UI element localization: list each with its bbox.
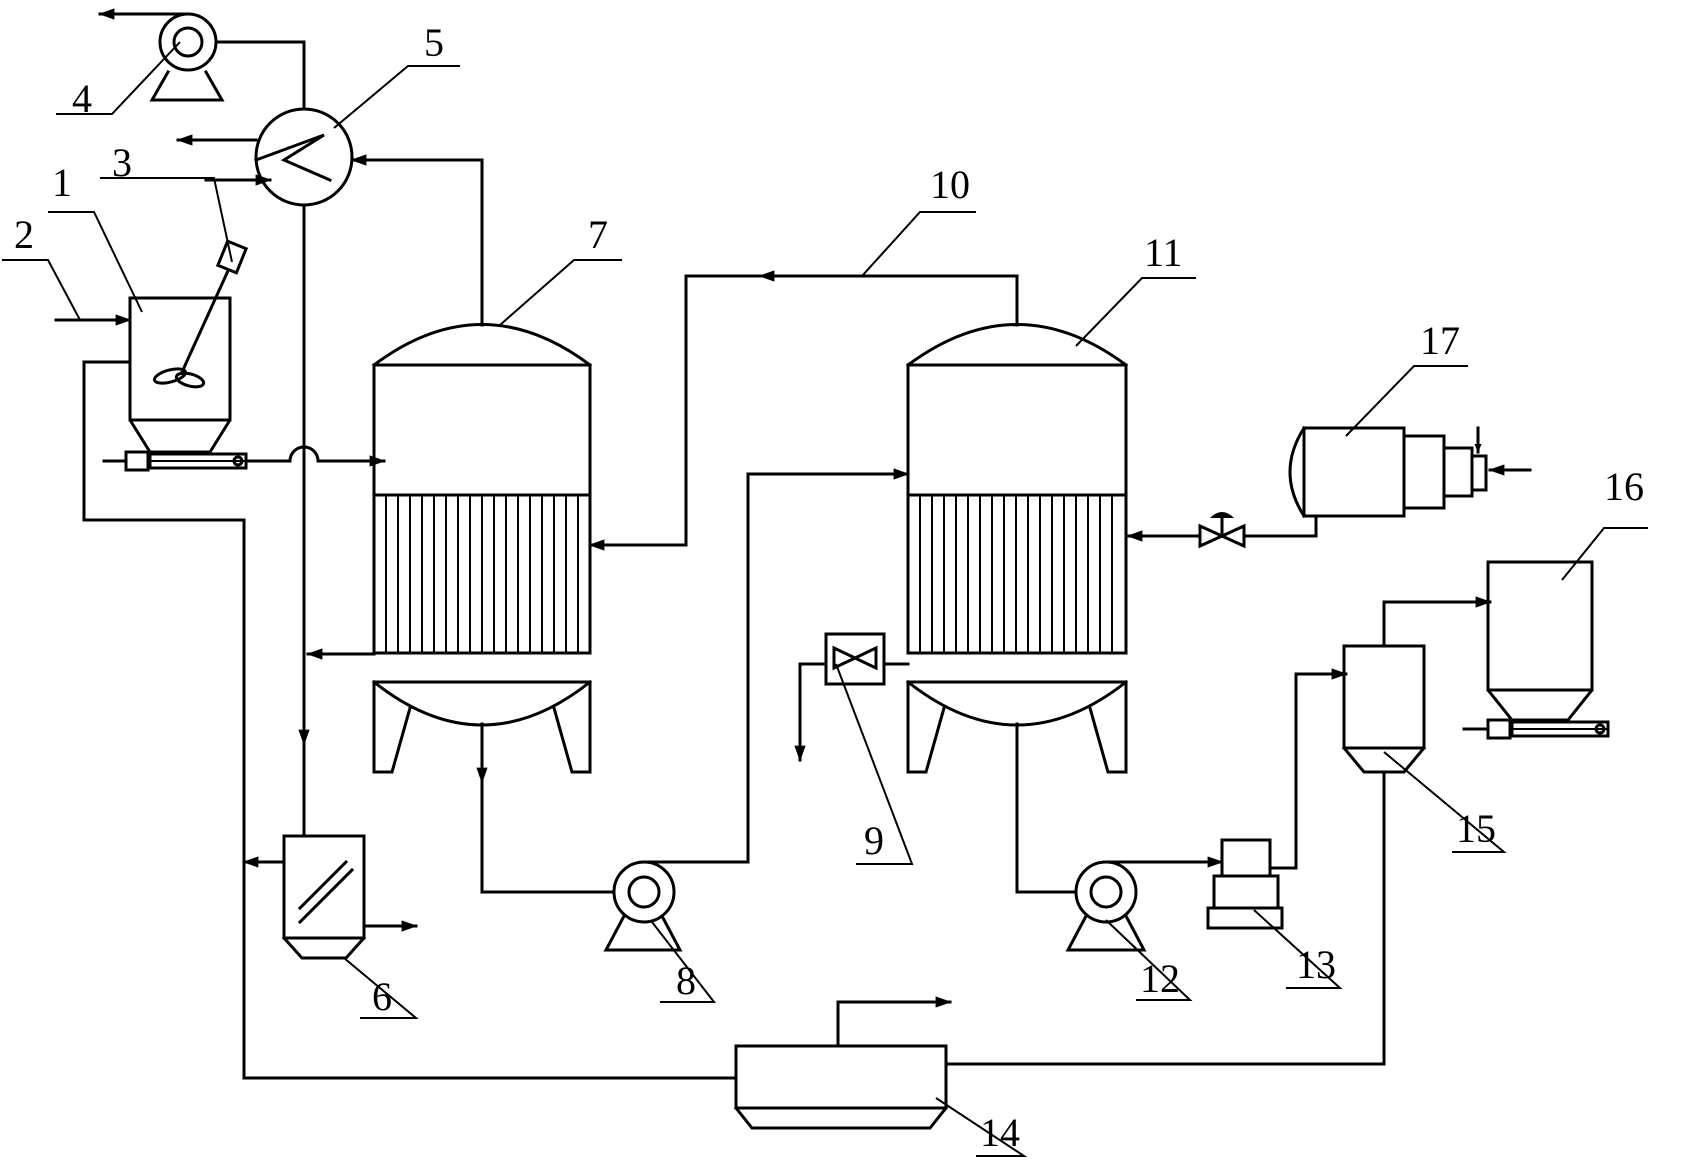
tank-14 [733, 996, 952, 1130]
heat-generator-17 [1288, 425, 1532, 519]
equipment-labels: 4 5 3 1 2 7 10 11 17 16 9 15 8 12 13 6 1… [14, 20, 1644, 1155]
reactor-11 [905, 323, 1129, 774]
label-12: 12 [1140, 956, 1180, 1001]
agitator-3 [152, 239, 249, 389]
label-9: 9 [864, 818, 884, 863]
valve-9 [794, 632, 910, 762]
label-6: 6 [372, 974, 392, 1019]
label-3: 3 [112, 140, 132, 185]
silo-16 [1462, 560, 1610, 740]
label-10: 10 [930, 162, 970, 207]
label-1: 1 [52, 160, 72, 205]
condenser-5 [176, 40, 354, 207]
label-11: 11 [1144, 230, 1183, 275]
equipment-13 [1206, 838, 1284, 930]
separator-6 [281, 834, 418, 960]
mixing-tank-1 [128, 296, 232, 454]
piping [54, 154, 1492, 1080]
reactor-7 [371, 323, 593, 774]
label-4: 4 [72, 76, 92, 121]
label-2: 2 [14, 212, 34, 257]
label-17: 17 [1420, 318, 1460, 363]
label-14: 14 [980, 1110, 1020, 1155]
screw-feeder-1 [102, 450, 248, 472]
label-7: 7 [588, 212, 608, 257]
leader-lines [2, 41, 1648, 1157]
vacuum-pump-4 [98, 8, 306, 102]
pump-8 [603, 860, 683, 952]
label-5: 5 [424, 20, 444, 65]
label-13: 13 [1296, 942, 1336, 987]
label-15: 15 [1456, 806, 1496, 851]
label-8: 8 [676, 958, 696, 1003]
label-16: 16 [1604, 464, 1644, 509]
pump-12 [1065, 860, 1147, 952]
